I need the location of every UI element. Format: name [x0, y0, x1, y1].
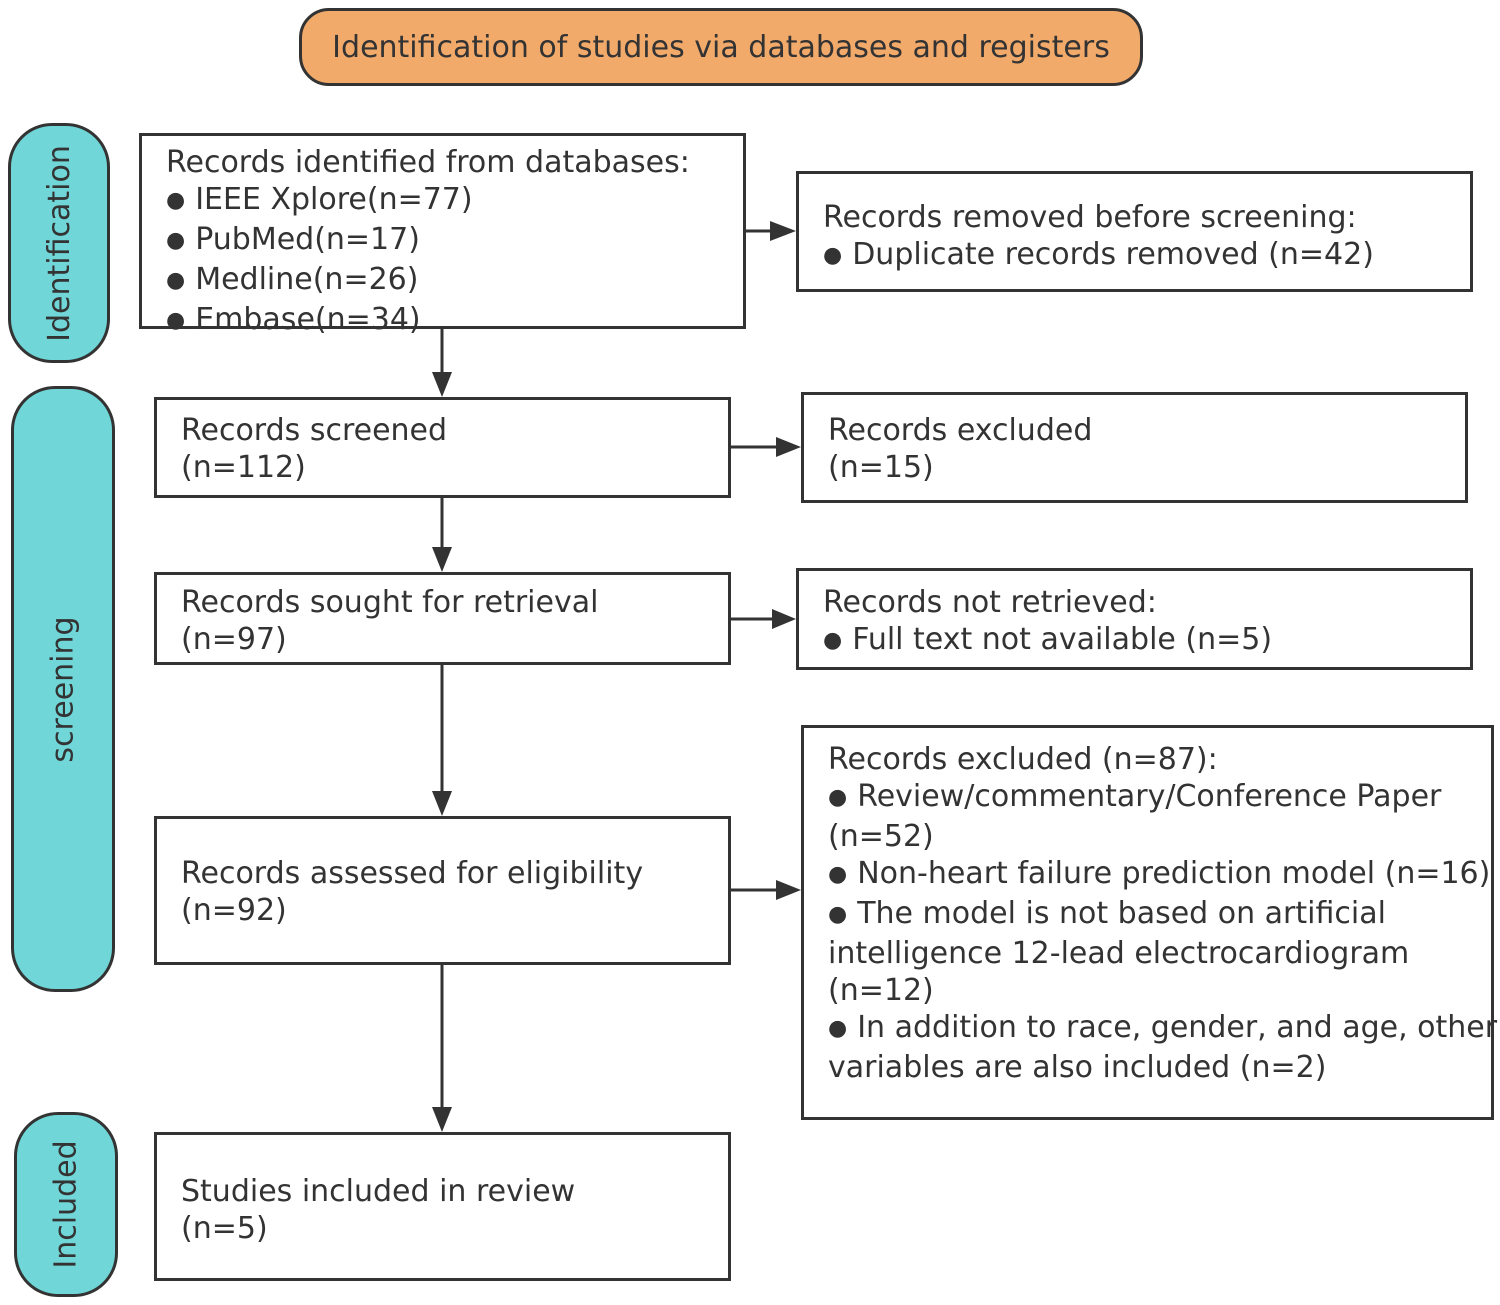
arrowhead [432, 1107, 452, 1132]
arrowhead [770, 221, 796, 241]
records-retrieval-box: Records sought for retrieval (n=97) [154, 572, 731, 665]
records-identified-box: Records identified from databases: IEEE … [139, 133, 746, 337]
exclusion-reason-cont: variables are also included (n=2) [828, 1050, 1327, 1085]
records-excluded-screen-title: Records excluded [828, 413, 1093, 448]
database-item: PubMed(n=17) [166, 221, 743, 261]
records-retrieval-count: (n=97) [181, 622, 287, 657]
records-eligibility-title: Records assessed for eligibility [181, 856, 644, 891]
arrowhead [772, 609, 796, 629]
database-item: IEEE Xplore(n=77) [166, 181, 743, 221]
records-eligibility-count: (n=92) [181, 893, 287, 928]
records-excluded-full-title: Records excluded (n=87): [828, 742, 1218, 777]
exclusion-reason-cont: (n=12) [828, 973, 934, 1008]
studies-included-title: Studies included in review [181, 1174, 576, 1209]
exclusion-reason: Review/commentary/Conference Paper [828, 778, 1491, 818]
records-excluded-screen-count: (n=15) [828, 450, 934, 485]
records-removed-box: Records removed before screening: Duplic… [796, 171, 1473, 292]
phase-screening: screening [11, 386, 115, 992]
records-screened-title: Records screened [181, 413, 448, 448]
arrowhead [776, 880, 801, 900]
header-title: Identification of studies via databases … [332, 29, 1110, 65]
exclusion-reason-cont: intelligence 12-lead electrocardiogram [828, 936, 1410, 971]
not-retrieved-item: Full text not available (n=5) [823, 621, 1470, 661]
arrowhead [432, 547, 452, 572]
records-eligibility-box: Records assessed for eligibility (n=92) [154, 816, 731, 965]
records-screened-count: (n=112) [181, 450, 306, 485]
phase-identification: Identification [8, 123, 110, 363]
arrowhead [432, 372, 452, 397]
records-excluded-full-box: Records excluded (n=87): Review/commenta… [801, 725, 1497, 1120]
duplicates-removed-item: Duplicate records removed (n=42) [823, 236, 1470, 276]
arrowhead [776, 437, 801, 457]
header-banner: Identification of studies via databases … [299, 8, 1143, 86]
exclusion-reason: The model is not based on artificial [828, 895, 1491, 935]
phase-included: Included [14, 1112, 118, 1297]
studies-included-count: (n=5) [181, 1211, 268, 1246]
records-identified-title: Records identified from databases: [166, 145, 690, 180]
records-removed-title: Records removed before screening: [823, 200, 1357, 235]
records-not-retrieved-box: Records not retrieved: Full text not ava… [796, 568, 1473, 670]
records-excluded-screen-box: Records excluded (n=15) [801, 392, 1468, 503]
arrowhead [432, 791, 452, 816]
exclusion-reason: Non-heart failure prediction model (n=16… [828, 855, 1491, 895]
studies-included-box: Studies included in review (n=5) [154, 1132, 731, 1281]
records-screened-box: Records screened (n=112) [154, 397, 731, 498]
records-not-retrieved-title: Records not retrieved: [823, 585, 1157, 620]
records-retrieval-title: Records sought for retrieval [181, 585, 599, 620]
database-item: Embase(n=34) [166, 301, 743, 341]
database-item: Medline(n=26) [166, 261, 743, 301]
exclusion-reason-cont: (n=52) [828, 819, 934, 854]
exclusion-reason: In addition to race, gender, and age, ot… [828, 1009, 1497, 1049]
